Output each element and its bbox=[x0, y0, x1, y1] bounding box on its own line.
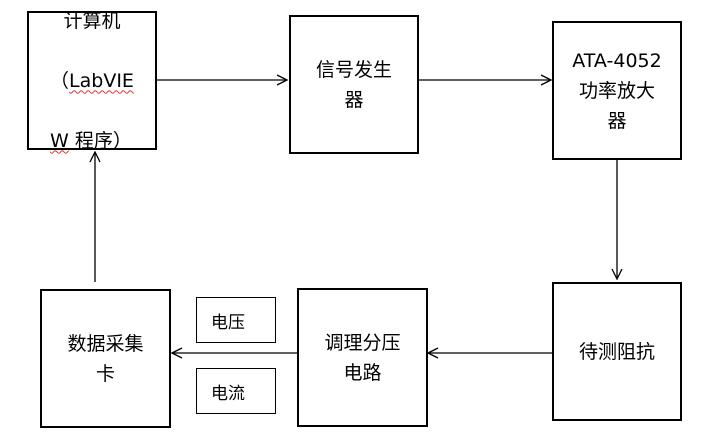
daq-card-node: 数据采集 卡 bbox=[40, 289, 171, 428]
power-amplifier-label: ATA-4052 功率放大 器 bbox=[572, 49, 662, 132]
computer-label-labview: LabVIE bbox=[69, 69, 134, 92]
daq-card-label: 数据采集 卡 bbox=[67, 332, 144, 385]
voltage-signal-label: 电压 bbox=[196, 297, 276, 343]
signal-generator-node: 信号发生 器 bbox=[289, 15, 419, 154]
voltage-signal-text: 电压 bbox=[211, 312, 245, 333]
computer-label-program: 程序） bbox=[68, 129, 132, 152]
signal-generator-label: 信号发生 器 bbox=[315, 58, 392, 111]
conditioning-circuit-label: 调理分压 电路 bbox=[324, 331, 401, 384]
computer-node: 计算机 （LabVIE W 程序） bbox=[27, 10, 157, 152]
current-signal-label: 电流 bbox=[196, 368, 276, 414]
power-amplifier-node: ATA-4052 功率放大 器 bbox=[552, 21, 682, 160]
computer-label-line1: 计算机 bbox=[63, 9, 121, 32]
conditioning-circuit-node: 调理分压 电路 bbox=[297, 288, 428, 427]
computer-label-paren: （ bbox=[50, 69, 70, 92]
impedance-node: 待测阻抗 bbox=[552, 282, 682, 421]
computer-label-w: W bbox=[50, 129, 69, 152]
impedance-label: 待测阻抗 bbox=[578, 340, 655, 363]
current-signal-text: 电流 bbox=[211, 383, 245, 404]
